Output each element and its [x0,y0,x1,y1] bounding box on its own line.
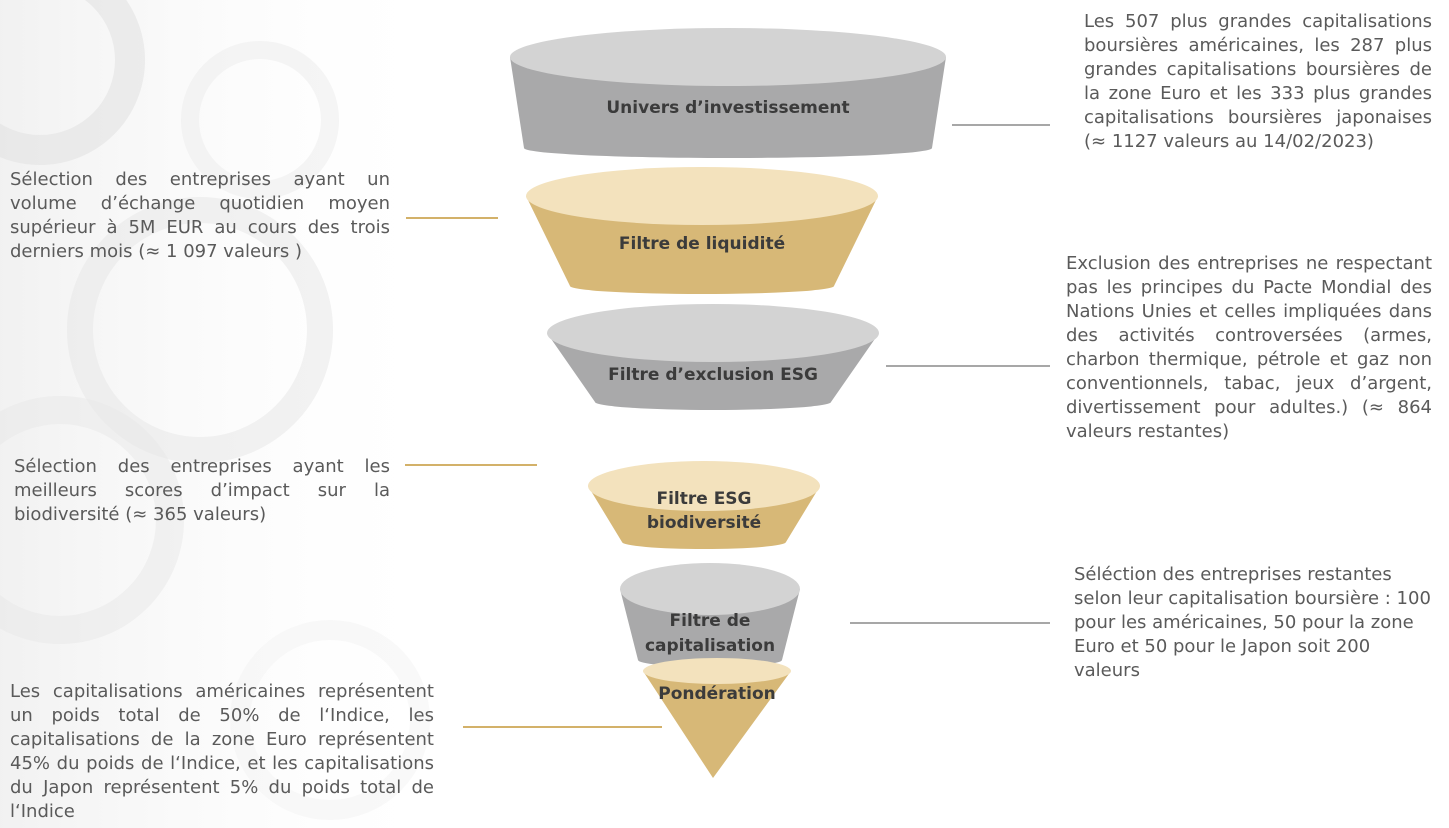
stage-capitalisation-top [620,563,800,615]
stage-weighting-label: Pondération [658,684,776,704]
stage-weighting-body [643,671,791,778]
stage-biodiversity-top [588,461,820,511]
background-gears-pattern [0,0,460,828]
stage-esg-exclusion-top [547,304,879,362]
stage-universe-body [510,57,946,158]
stage-universe-label: Univers d’investissement [606,98,849,118]
stage-biodiversity-label: biodiversité [647,513,761,533]
description-liquidity: Sélection des entreprises ayant un volum… [10,169,390,262]
stage-capitalisation-label: capitalisation [645,636,775,656]
stage-liquidity-top [526,167,878,225]
stage-universe-top [510,28,946,86]
description-esg-exclusion: Exclusion des entreprises ne respectant … [1066,253,1432,442]
description-biodiversity: Sélection des entreprises ayant les meil… [14,456,390,525]
stage-biodiversity-label: Filtre ESG [656,489,751,509]
description-universe: Les 507 plus grandes capitalisations bou… [1084,11,1432,152]
stage-weighting-top [643,658,791,684]
description-weighting: Les capitalisations américaines représen… [10,681,434,822]
stage-capitalisation-label: Filtre de [670,611,751,631]
stage-liquidity-label: Filtre de liquidité [619,234,785,254]
description-capitalisation: Séléction des entreprises restantes selo… [1074,564,1431,681]
stage-esg-exclusion-label: Filtre d’exclusion ESG [608,365,818,385]
